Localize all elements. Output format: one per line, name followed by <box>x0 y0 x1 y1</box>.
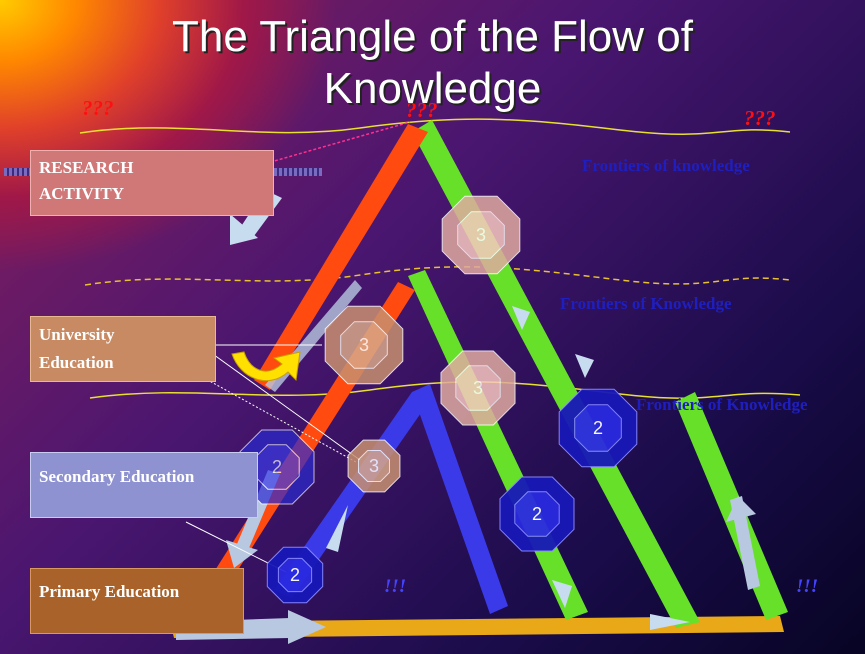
octagon-2-middle: 2 <box>499 476 575 552</box>
frontier-label-top: Frontiers of knowledge <box>582 156 750 175</box>
frontier-line-top <box>79 118 791 135</box>
blue-leg-left <box>274 392 430 598</box>
arrow-tip-base-1 <box>288 610 326 644</box>
red-leg-research <box>254 124 428 390</box>
question-mark-left: ??? <box>82 96 114 120</box>
primary-education-box: Primary Education <box>30 568 244 634</box>
university-education-box: University Education <box>30 316 216 382</box>
arrow-tip-secondary <box>226 540 258 568</box>
research-label-line1: RESEARCH <box>39 158 134 177</box>
frontier-label-bottom: Frontiers of Knowledge <box>636 395 808 414</box>
arrow-tip-green-4 <box>726 496 756 522</box>
slide-title-line2: Knowledge <box>323 64 542 113</box>
secondary-education-box: Secondary Education <box>30 452 258 518</box>
octagon-3-university-label: 3 <box>359 335 369 355</box>
exclamation-right: !!! <box>796 576 819 597</box>
research-activity-box: RESEARCH ACTIVITY <box>30 150 274 216</box>
university-label-line1: University <box>39 325 115 344</box>
octagon-2-primary-inner <box>277 557 313 593</box>
arrow-up-green-2 <box>575 354 594 378</box>
frontier-label-middle: Frontiers of Knowledge <box>560 294 732 313</box>
octagon-3-research-label: 3 <box>476 225 486 245</box>
exclamation-middle: !!! <box>384 576 407 597</box>
university-label-line2: Education <box>39 353 114 372</box>
octagon-2-primary: 2 <box>266 546 324 604</box>
octagon-3-university: 3 <box>324 305 404 385</box>
octagon-3-university-right-inner <box>455 365 501 411</box>
octagon-2-middle-label: 2 <box>532 504 542 524</box>
research-label-line2: ACTIVITY <box>39 184 125 203</box>
octagon-3-university-right: 3 <box>440 350 516 426</box>
octagon-2-primary-label: 2 <box>290 565 300 585</box>
octagon-2-secondary: 2 <box>239 429 315 505</box>
octagon-3-university-right-label: 3 <box>473 378 483 398</box>
arrow-up-green-4 <box>730 496 760 590</box>
octagon-2-right-inner <box>574 404 622 452</box>
octagon-3-secondary-inner <box>358 450 390 482</box>
arrow-up-green-3 <box>552 580 572 608</box>
pointer-university-3 <box>209 351 361 461</box>
octagon-2-middle-inner <box>514 491 560 537</box>
primary-label: Primary Education <box>39 582 180 601</box>
octagon-2-right: 2 <box>558 388 638 468</box>
yellow-curved-arrow <box>231 351 301 382</box>
pointer-university-2 <box>185 367 357 463</box>
arrow-down-blue <box>326 505 348 552</box>
arrow-tip-research <box>230 214 258 245</box>
base-bar <box>170 616 784 638</box>
arrow-right-base-2 <box>650 614 690 630</box>
frontier-line-middle <box>84 266 791 286</box>
slide-title-line1: The Triangle of the Flow of <box>172 12 693 61</box>
arrow-up-green-1 <box>512 306 530 330</box>
octagon-3-research: 3 <box>441 195 521 275</box>
question-mark-apex: ??? <box>406 98 438 122</box>
octagon-3-research-inner <box>457 211 505 259</box>
octagon-3-secondary: 3 <box>347 439 401 493</box>
octagon-3-secondary-label: 3 <box>369 456 379 476</box>
octagon-3-university-inner <box>340 321 388 369</box>
secondary-label: Secondary Education <box>39 467 195 486</box>
octagon-2-right-label: 2 <box>593 418 603 438</box>
octagon-2-secondary-label: 2 <box>272 457 282 477</box>
blue-leg-right <box>412 384 508 614</box>
question-mark-right: ??? <box>744 106 776 130</box>
